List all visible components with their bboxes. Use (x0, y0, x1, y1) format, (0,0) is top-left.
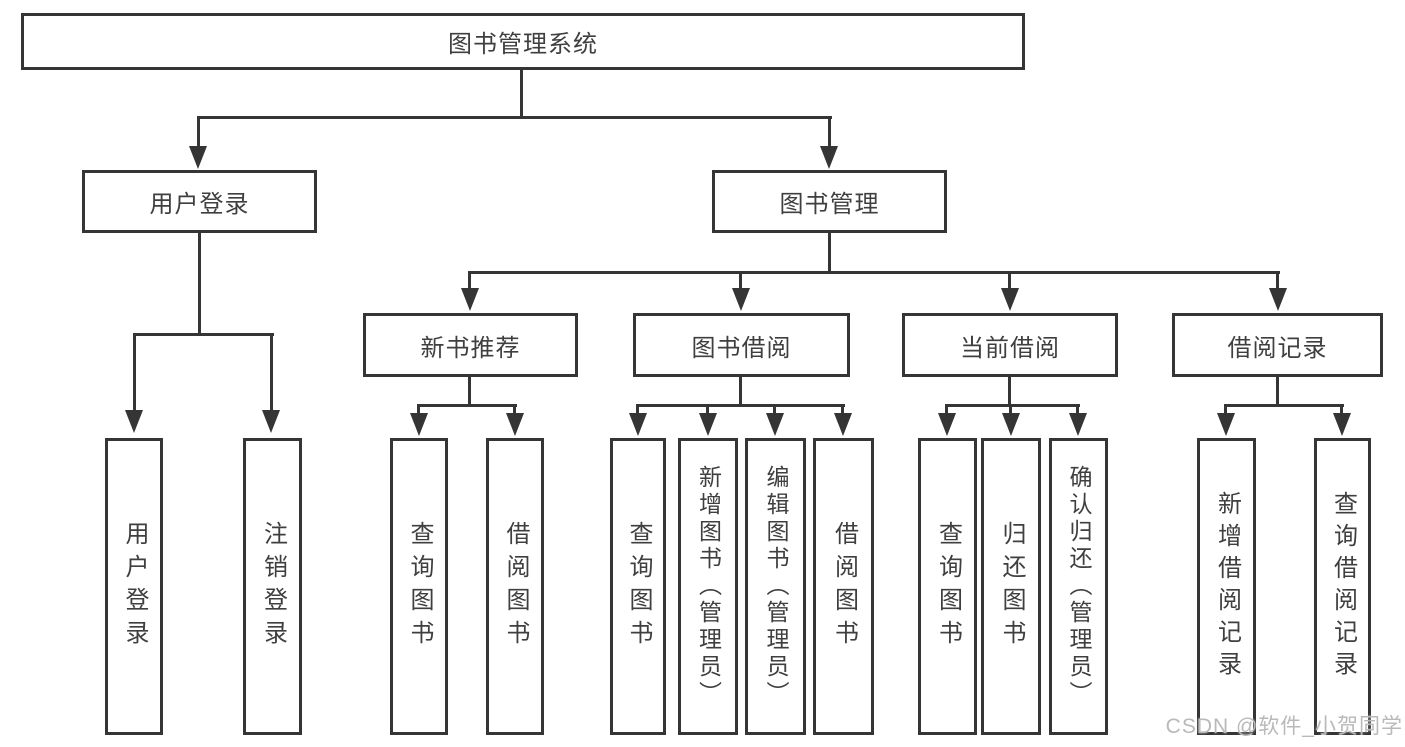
connector-line (1224, 404, 1227, 415)
connector-line (513, 404, 516, 415)
arrowhead (1217, 413, 1235, 436)
connector-line (841, 404, 844, 415)
leaf-user-login-logout: 注销登录 (243, 438, 302, 735)
connector-line (828, 116, 831, 148)
connector-line (1225, 404, 1344, 407)
connector-line (1008, 377, 1011, 406)
arrowhead (125, 410, 143, 433)
connector-line (773, 404, 776, 415)
connector-line (468, 377, 471, 406)
arrowhead (834, 413, 852, 436)
connector-line (1009, 404, 1012, 415)
arrowhead (820, 146, 838, 169)
node-borrow-record: 借阅记录 (1172, 313, 1383, 377)
connector-line (468, 271, 471, 289)
leaf-record-query: 查询借阅记录 (1314, 438, 1371, 735)
leaf-label: 查询图书 (406, 520, 433, 653)
connector-line (133, 333, 274, 336)
connector-line (828, 233, 831, 273)
leaf-user-login-login: 用户登录 (105, 438, 163, 735)
arrowhead (1001, 288, 1019, 311)
leaf-label: 查询借阅记录 (1329, 490, 1357, 683)
arrowhead (506, 413, 524, 436)
connector-line (1076, 404, 1079, 415)
node-borrow-record-label: 借阅记录 (1227, 334, 1328, 362)
arrowhead (410, 413, 428, 436)
connector-line (945, 404, 948, 415)
leaf-newbook-query: 查询图书 (390, 438, 448, 735)
connector-line (1276, 377, 1279, 406)
node-user-login-label: 用户登录 (149, 191, 250, 218)
leaf-label: 查询图书 (934, 520, 962, 653)
node-root: 图书管理系统 (21, 13, 1025, 70)
connector-line (520, 69, 523, 118)
connector-line (946, 404, 1080, 407)
connector-line (198, 233, 201, 336)
connector-line (1276, 271, 1279, 289)
node-root-label: 图书管理系统 (448, 31, 598, 58)
leaf-label: 新增借阅记录 (1213, 490, 1241, 683)
leaf-label: 借阅图书 (502, 520, 529, 653)
node-book-management: 图书管理 (712, 170, 947, 233)
arrowhead (461, 288, 479, 311)
leaf-label: 确认归还（管理员） (1066, 465, 1092, 708)
arrowhead (189, 146, 207, 169)
leaf-borrow-borrow: 借阅图书 (813, 438, 874, 735)
connector-line (1008, 271, 1011, 289)
connector-line (197, 116, 832, 119)
leaf-label: 编辑图书（管理员） (763, 465, 789, 708)
arrowhead (1333, 413, 1351, 436)
arrowhead (732, 288, 750, 311)
connector-line (418, 404, 517, 407)
leaf-newbook-borrow: 借阅图书 (486, 438, 544, 735)
leaf-borrow-edit: 编辑图书（管理员） (745, 438, 806, 735)
leaf-label: 注销登录 (259, 520, 287, 653)
connector-line (636, 404, 639, 415)
connector-line (739, 271, 742, 289)
leaf-current-query: 查询图书 (918, 438, 977, 735)
connector-line (270, 333, 273, 412)
connector-line (468, 271, 1280, 274)
leaf-borrow-add: 新增图书（管理员） (678, 438, 738, 735)
leaf-borrow-query: 查询图书 (610, 438, 666, 735)
node-book-borrow-label: 图书借阅 (691, 334, 792, 362)
arrowhead (1069, 413, 1087, 436)
arrowhead (766, 413, 784, 436)
connector-line (739, 377, 742, 406)
connector-line (417, 404, 420, 415)
node-new-book-label: 新书推荐 (420, 334, 521, 362)
arrowhead (1269, 288, 1287, 311)
node-new-book: 新书推荐 (363, 313, 578, 377)
leaf-current-return: 归还图书 (981, 438, 1041, 735)
connector-line (706, 404, 709, 415)
leaf-current-confirm: 确认归还（管理员） (1049, 438, 1108, 735)
leaf-label: 新增图书（管理员） (695, 465, 722, 708)
connector-line (197, 116, 200, 148)
node-current-borrow-label: 当前借阅 (960, 334, 1060, 362)
leaf-record-add: 新增借阅记录 (1197, 438, 1256, 735)
leaf-label: 借阅图书 (830, 520, 858, 653)
arrowhead (938, 413, 956, 436)
leaf-label: 用户登录 (121, 520, 148, 653)
node-book-management-label: 图书管理 (779, 191, 880, 218)
node-user-login: 用户登录 (82, 170, 317, 233)
arrowhead (629, 413, 647, 436)
leaf-label: 查询图书 (625, 520, 652, 653)
connector-line (637, 404, 845, 407)
node-book-borrow: 图书借阅 (633, 313, 850, 377)
connector-line (1340, 404, 1343, 415)
csdn-watermark: CSDN @软件_小贺同学 (1165, 715, 1403, 738)
arrowhead (699, 413, 717, 436)
node-current-borrow: 当前借阅 (902, 313, 1118, 377)
connector-line (133, 333, 136, 412)
arrowhead (1002, 413, 1020, 436)
leaf-label: 归还图书 (998, 520, 1025, 653)
arrowhead (262, 410, 280, 433)
